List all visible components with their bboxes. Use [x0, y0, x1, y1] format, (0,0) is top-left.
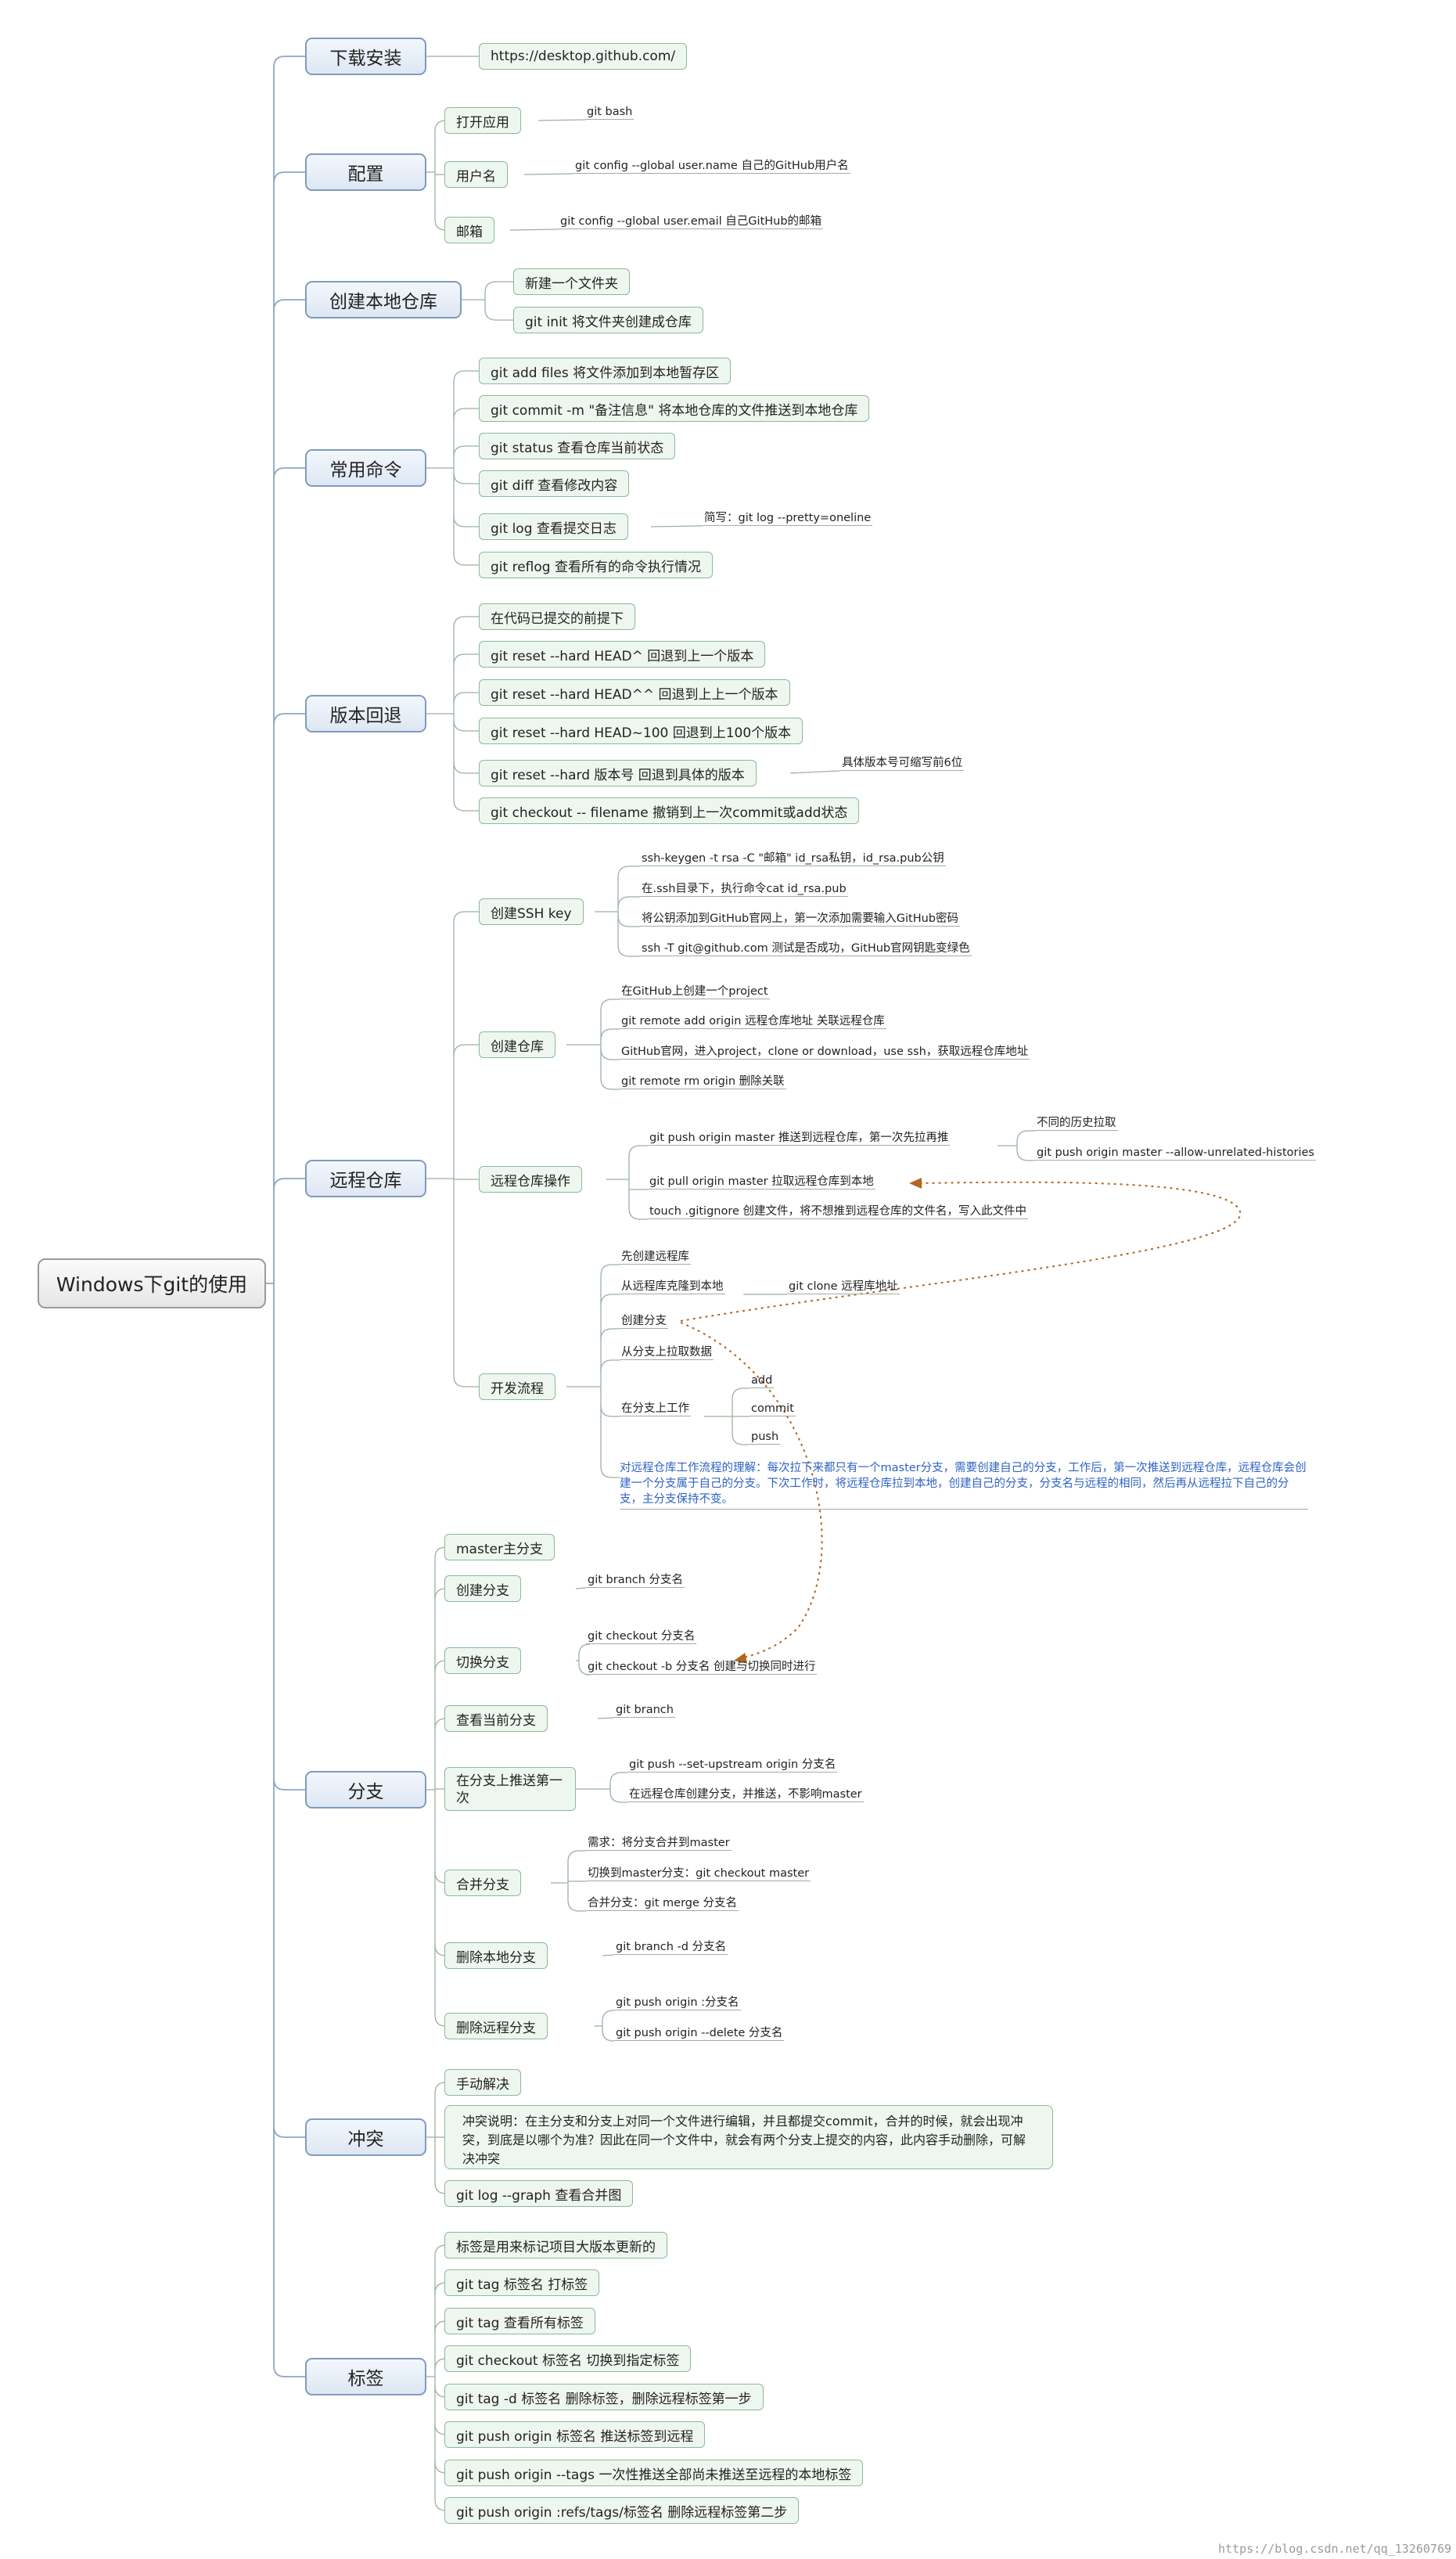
flow-work-on-branch: 在分支上工作	[620, 1402, 691, 1416]
create-step-1: 在GitHub上创建一个project	[620, 985, 770, 999]
merge-step-3: 合并分支：git merge 分支名	[586, 1897, 739, 1911]
remote-ssh-key[interactable]: 创建SSH key	[479, 898, 584, 925]
flow-create-branch: 创建分支	[620, 1315, 668, 1329]
delete-remote-cmd1: git push origin :分支名	[614, 1996, 741, 2010]
flow-create-remote: 先创建远程库	[620, 1251, 691, 1265]
ops-gitignore: touch .gitignore 创建文件，将不想推到远程仓库的文件名，写入此文…	[648, 1205, 1029, 1219]
local-git-init[interactable]: git init 将文件夹创建成仓库	[513, 307, 703, 333]
rollback-version-note: 具体版本号可缩写前6位	[840, 757, 965, 771]
ops-push-master: git push origin master 推送到远程仓库，第一次先拉再推	[648, 1132, 951, 1146]
root-topic[interactable]: Windows下git的使用	[38, 1258, 266, 1308]
ops-unrelated-history: 不同的历史拉取	[1035, 1117, 1118, 1131]
create-step-3: GitHub官网，进入project，clone or download，use…	[620, 1046, 1030, 1060]
tag-push-all[interactable]: git push origin --tags 一次性推送全部尚未推送至远程的本地…	[444, 2460, 864, 2486]
flow-clone: 从远程库克隆到本地	[620, 1280, 725, 1294]
cmd-git-diff[interactable]: git diff 查看修改内容	[479, 470, 630, 497]
tag-delete[interactable]: git tag -d 标签名 删除标签，删除远程标签第一步	[444, 2384, 764, 2410]
create-step-4: git remote rm origin 删除关联	[620, 1075, 786, 1089]
rollback-version[interactable]: git reset --hard 版本号 回退到具体的版本	[479, 760, 757, 786]
config-email-cmd: git config --global user.email 自己GitHub的…	[559, 215, 824, 229]
branch-switch[interactable]: 切换分支	[444, 1647, 521, 1674]
tag-list[interactable]: git tag 查看所有标签	[444, 2308, 595, 2334]
branch-delete-remote[interactable]: 删除远程分支	[444, 2013, 548, 2039]
tag-checkout[interactable]: git checkout 标签名 切换到指定标签	[444, 2345, 692, 2372]
branch-delete-local[interactable]: 删除本地分支	[444, 1942, 548, 1969]
branch-view[interactable]: 查看当前分支	[444, 1705, 548, 1732]
flow-clone-cmd: git clone 远程库地址	[787, 1280, 900, 1294]
watermark: https://blog.csdn.net/qq_13260769	[1217, 2542, 1451, 2556]
branch-delete-local-cmd: git branch -d 分支名	[614, 1941, 728, 1955]
flow-pull-branch: 从分支上拉取数据	[620, 1346, 714, 1360]
branch-push-first-cmd: git push --set-upstream origin 分支名	[627, 1758, 838, 1773]
create-step-2: git remote add origin 远程仓库地址 关联远程仓库	[620, 1015, 886, 1029]
remote-create-repo[interactable]: 创建仓库	[479, 1031, 555, 1058]
topic-rollback[interactable]: 版本回退	[305, 695, 426, 732]
work-push: push	[750, 1431, 781, 1445]
topic-remote[interactable]: 远程仓库	[305, 1160, 426, 1197]
cmd-git-reflog[interactable]: git reflog 查看所有的命令执行情况	[479, 552, 713, 578]
ssh-step-1: ssh-keygen -t rsa -C "邮箱" id_rsa私钥，id_rs…	[640, 852, 946, 866]
branch-create[interactable]: 创建分支	[444, 1575, 521, 1602]
tag-push[interactable]: git push origin 标签名 推送标签到远程	[444, 2421, 706, 2448]
config-username-cmd: git config --global user.name 自己的GitHub用…	[573, 160, 850, 174]
rollback-premise[interactable]: 在代码已提交的前提下	[479, 603, 635, 630]
topic-config[interactable]: 配置	[305, 153, 426, 191]
ssh-step-4: ssh -T git@github.com 测试是否成功，GitHub官网钥匙变…	[640, 942, 972, 956]
cmd-git-add[interactable]: git add files 将文件添加到本地暂存区	[479, 358, 732, 384]
branch-switch-cmd1: git checkout 分支名	[586, 1630, 697, 1644]
merge-step-1: 需求：将分支合并到master	[586, 1837, 732, 1851]
cmd-git-status[interactable]: git status 查看仓库当前状态	[479, 433, 676, 459]
topic-conflict[interactable]: 冲突	[305, 2118, 426, 2156]
ops-pull-master: git pull origin master 拉取远程仓库到本地	[648, 1175, 875, 1190]
merge-step-2: 切换到master分支：git checkout master	[586, 1867, 811, 1881]
config-open-app-cmd: git bash	[585, 106, 635, 120]
remote-operations[interactable]: 远程仓库操作	[479, 1166, 582, 1193]
branch-switch-cmd2: git checkout -b 分支名 创建与切换同时进行	[586, 1661, 818, 1675]
topic-branch[interactable]: 分支	[305, 1771, 426, 1809]
tag-delete-remote[interactable]: git push origin :refs/tags/标签名 删除远程标签第二步	[444, 2497, 800, 2524]
rollback-head100[interactable]: git reset --hard HEAD~100 回退到上100个版本	[479, 718, 803, 744]
config-email[interactable]: 邮箱	[444, 217, 494, 243]
cmd-git-log-short: 简写：git log --pretty=oneline	[703, 512, 873, 526]
branch-create-cmd: git branch 分支名	[586, 1574, 685, 1588]
delete-remote-cmd2: git push origin --delete 分支名	[614, 2027, 785, 2041]
work-commit: commit	[750, 1402, 796, 1416]
ssh-step-2: 在.ssh目录下，执行命令cat id_rsa.pub	[640, 883, 848, 897]
topic-common-commands[interactable]: 常用命令	[305, 449, 426, 487]
flow-understanding-note: 对远程仓库工作流程的理解：每次拉下来都只有一个master分支，需要创建自己的分…	[620, 1460, 1308, 1510]
work-add: add	[750, 1374, 775, 1388]
cmd-git-commit[interactable]: git commit -m "备注信息" 将本地仓库的文件推送到本地仓库	[479, 395, 870, 422]
tag-create[interactable]: git tag 标签名 打标签	[444, 2269, 600, 2296]
ssh-step-3: 将公钥添加到GitHub官网上，第一次添加需要输入GitHub密码	[640, 912, 960, 927]
rollback-head1[interactable]: git reset --hard HEAD^ 回退到上一个版本	[479, 641, 766, 668]
branch-merge[interactable]: 合并分支	[444, 1870, 521, 1896]
conflict-description[interactable]: 冲突说明：在主分支和分支上对同一个文件进行编辑，并且都提交commit，合并的时…	[444, 2105, 1053, 2169]
local-new-folder[interactable]: 新建一个文件夹	[513, 268, 630, 295]
config-open-app[interactable]: 打开应用	[444, 107, 521, 134]
config-username[interactable]: 用户名	[444, 161, 508, 188]
branch-push-first-note: 在远程仓库创建分支，并推送，不影响master	[627, 1788, 864, 1802]
download-url[interactable]: https://desktop.github.com/	[479, 43, 688, 70]
topic-download[interactable]: 下载安装	[305, 38, 426, 75]
tag-intro[interactable]: 标签是用来标记项目大版本更新的	[444, 2232, 667, 2258]
cmd-git-log[interactable]: git log 查看提交日志	[479, 513, 628, 540]
branch-view-cmd: git branch	[614, 1704, 675, 1718]
branch-push-first[interactable]: 在分支上推送第一次	[444, 1767, 576, 1811]
ops-allow-unrelated: git push origin master --allow-unrelated…	[1035, 1146, 1316, 1161]
rollback-head2[interactable]: git reset --hard HEAD^^ 回退到上上一个版本	[479, 679, 790, 706]
conflict-log-graph[interactable]: git log --graph 查看合并图	[444, 2180, 634, 2207]
branch-master[interactable]: master主分支	[444, 1534, 555, 1560]
remote-dev-flow[interactable]: 开发流程	[479, 1373, 555, 1400]
topic-local-repo[interactable]: 创建本地仓库	[305, 281, 462, 319]
topic-tag[interactable]: 标签	[305, 2358, 426, 2395]
rollback-checkout[interactable]: git checkout -- filename 撤销到上一次commit或ad…	[479, 797, 860, 824]
conflict-manual[interactable]: 手动解决	[444, 2069, 521, 2096]
